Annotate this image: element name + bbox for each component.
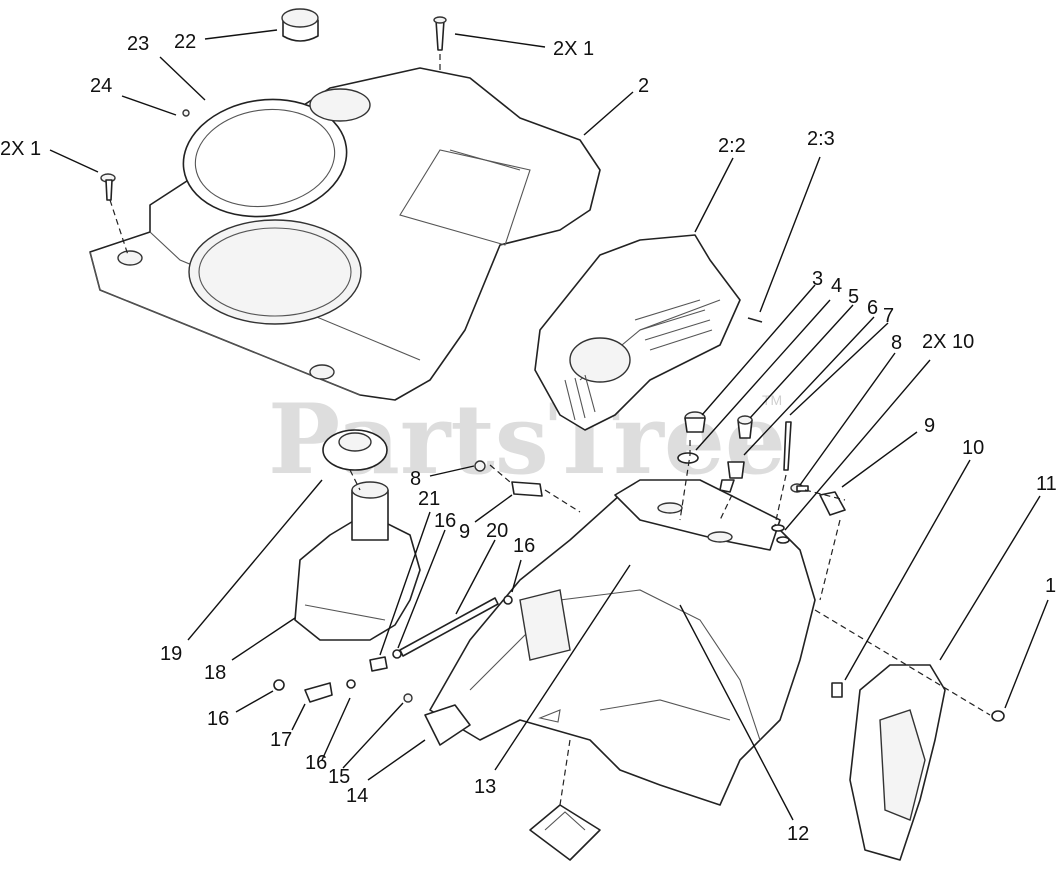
clamp-16-d-part bbox=[346, 679, 356, 689]
callout-2-2: 2:2 bbox=[718, 135, 746, 157]
clamp-16-b-part bbox=[503, 595, 513, 605]
clip-10-b-part bbox=[776, 536, 790, 544]
callout-21: 21 bbox=[418, 488, 440, 510]
callout-15: 15 bbox=[328, 766, 350, 788]
callout-22: 22 bbox=[174, 31, 196, 53]
callout-11: 11 bbox=[1036, 473, 1057, 495]
side-cover-part bbox=[849, 664, 946, 861]
callout-13: 13 bbox=[474, 776, 496, 798]
grille-slots bbox=[564, 299, 713, 421]
upper-shroud-part bbox=[89, 67, 601, 401]
screw-24-part bbox=[182, 109, 190, 117]
watermark-trademark: TM bbox=[762, 392, 782, 408]
fuel-line-20-part bbox=[399, 597, 499, 657]
callout-2x1-left: 2X 1 bbox=[0, 138, 41, 160]
callout-18: 18 bbox=[204, 662, 226, 684]
tank-grommet-part bbox=[322, 429, 388, 471]
seal-ring-part bbox=[182, 98, 348, 218]
leader-lines bbox=[49, 29, 1049, 821]
callout-23: 23 bbox=[127, 33, 149, 55]
callout-12: 12 bbox=[787, 823, 809, 845]
elbow-17-part bbox=[304, 682, 333, 703]
callout-6: 6 bbox=[867, 297, 878, 319]
callout-14: 14 bbox=[346, 785, 368, 807]
knob-3-part bbox=[684, 411, 706, 433]
lead-connector-part bbox=[529, 804, 601, 861]
callout-24: 24 bbox=[90, 75, 112, 97]
clamp-16-c-part bbox=[273, 679, 285, 691]
callout-labels: 2X 1 22 23 24 2X 1 2 2:2 2:3 3 4 5 6 7 8… bbox=[0, 31, 1057, 845]
callout-3: 3 bbox=[812, 268, 823, 290]
callout-17: 17 bbox=[270, 729, 292, 751]
fuel-filter-21-part bbox=[369, 656, 388, 672]
callout-19: 19 bbox=[160, 643, 182, 665]
screw-2-3-part bbox=[747, 317, 763, 323]
clamp-16-a-part bbox=[392, 649, 402, 659]
rod-7-part bbox=[783, 421, 792, 471]
callout-2x10: 2X 10 bbox=[922, 331, 974, 353]
callout-10: 10 bbox=[962, 437, 984, 459]
callout-7: 7 bbox=[883, 305, 894, 327]
callout-8-left: 8 bbox=[410, 468, 421, 490]
callout-16-d: 16 bbox=[305, 752, 327, 774]
valve-5-part bbox=[737, 415, 753, 439]
callout-2-3: 2:3 bbox=[807, 128, 835, 150]
clip-9-right-part bbox=[819, 491, 846, 516]
clip-10-a-part bbox=[771, 524, 785, 532]
clip-10-part bbox=[831, 682, 843, 698]
screw-1-part bbox=[991, 710, 1005, 722]
screw-top-part bbox=[433, 16, 447, 51]
callout-5: 5 bbox=[848, 286, 859, 308]
callout-20: 20 bbox=[486, 520, 508, 542]
callout-8-right: 8 bbox=[891, 332, 902, 354]
filler-neck-opening bbox=[309, 88, 371, 122]
callout-16-a: 16 bbox=[434, 510, 456, 532]
valve-body-6-part bbox=[719, 461, 745, 493]
screw-15-part bbox=[403, 693, 413, 703]
clip-9-left-part bbox=[511, 481, 543, 497]
callout-16-c: 16 bbox=[207, 708, 229, 730]
fuel-tank-part bbox=[294, 481, 421, 641]
bolt-8-right-part bbox=[790, 483, 809, 493]
callout-2x1-top: 2X 1 bbox=[553, 38, 594, 60]
callout-4: 4 bbox=[831, 275, 842, 297]
washer-4-part bbox=[677, 452, 699, 464]
lower-housing-part bbox=[429, 479, 816, 806]
callout-2: 2 bbox=[638, 75, 649, 97]
mount-bracket-part bbox=[424, 704, 471, 746]
callout-1: 1 bbox=[1045, 575, 1056, 597]
shroud-side-cover-part bbox=[534, 234, 741, 431]
callout-9-right: 9 bbox=[924, 415, 935, 437]
bolt-8-left-part bbox=[474, 460, 486, 472]
screw-left-part bbox=[100, 173, 116, 201]
callout-9-left: 9 bbox=[459, 521, 470, 543]
assembly-lines bbox=[109, 54, 991, 806]
callout-16-b: 16 bbox=[513, 535, 535, 557]
fuel-cap-part bbox=[281, 8, 319, 42]
